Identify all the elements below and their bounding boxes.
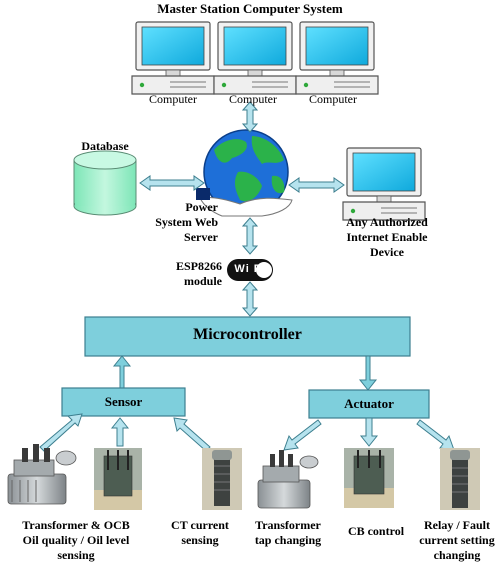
device-4-line-1: CB control bbox=[347, 524, 405, 538]
web-server-line-1: Power bbox=[185, 200, 218, 214]
arrow-database-globe bbox=[139, 175, 205, 191]
microcontroller-label: Microcontroller bbox=[193, 326, 302, 343]
arrow-actuator-relay bbox=[416, 419, 455, 451]
computer-3-label: Computer bbox=[309, 92, 357, 106]
ocb-image bbox=[94, 448, 142, 510]
diagram-title: Master Station Computer System bbox=[157, 1, 343, 16]
globe-icon bbox=[196, 129, 293, 217]
device-1-line-3: sensing bbox=[57, 548, 95, 562]
relay-image bbox=[440, 448, 480, 510]
sensor-label: Sensor bbox=[104, 394, 143, 409]
arrow-transformer-sensor bbox=[39, 413, 83, 452]
computer-1-label: Computer bbox=[149, 92, 197, 106]
computer-2-label: Computer bbox=[229, 92, 277, 106]
microcontroller-box bbox=[84, 316, 411, 357]
remote-computer bbox=[342, 147, 426, 221]
device-label-ct: CT current sensing bbox=[160, 518, 240, 548]
device-label-transformer-ocb: Transformer & OCB Oil quality / Oil leve… bbox=[2, 518, 150, 563]
arrow-sensor-microcontroller bbox=[112, 355, 132, 389]
arrow-wifi-microcontroller bbox=[241, 281, 259, 317]
device-label-cb: CB control bbox=[336, 524, 416, 539]
remote-device-line-2: Internet Enable bbox=[346, 230, 428, 244]
computer-1 bbox=[131, 21, 215, 95]
device-1-line-2: Oil quality / Oil level bbox=[22, 533, 130, 547]
arrow-master-globe bbox=[241, 101, 259, 133]
remote-device-line-3: Device bbox=[370, 245, 404, 259]
cb-image bbox=[344, 448, 394, 508]
sensor-box bbox=[61, 387, 186, 417]
arrow-actuator-cb bbox=[359, 417, 379, 447]
device-label-relay: Relay / Fault current setting changing bbox=[412, 518, 502, 563]
device-2-line-1: CT current bbox=[171, 518, 229, 532]
wifi-badge bbox=[227, 259, 273, 281]
transformer-image-2 bbox=[257, 450, 319, 509]
arrow-actuator-tap bbox=[283, 419, 322, 451]
web-server-label: Power System Web Server bbox=[128, 200, 218, 245]
device-5-line-2: current setting bbox=[419, 533, 495, 547]
esp-module-line-2: module bbox=[183, 274, 222, 288]
ct-image bbox=[202, 448, 242, 510]
esp-module-line-1: ESP8266 bbox=[175, 259, 222, 273]
device-1-line-1: Transformer & OCB bbox=[22, 518, 130, 532]
arrow-globe-wifi bbox=[241, 217, 259, 255]
arrow-ct-sensor bbox=[173, 417, 211, 452]
actuator-label: Actuator bbox=[344, 396, 394, 411]
remote-device-line-1: Any Authorized bbox=[346, 215, 428, 229]
device-3-line-1: Transformer bbox=[255, 518, 321, 532]
computer-3 bbox=[295, 21, 379, 95]
arrow-globe-device bbox=[288, 177, 345, 193]
web-server-line-2: System Web bbox=[155, 215, 218, 229]
device-5-line-1: Relay / Fault bbox=[424, 518, 490, 532]
arrow-ocb-sensor bbox=[110, 417, 130, 447]
computer-2 bbox=[213, 21, 297, 95]
actuator-box bbox=[308, 389, 430, 419]
device-5-line-3: changing bbox=[433, 548, 481, 562]
device-2-line-2: sensing bbox=[181, 533, 219, 547]
esp-module-label: ESP8266 module bbox=[164, 259, 222, 289]
wifi-badge-text: Wi Fi bbox=[234, 263, 266, 275]
database-label: Database bbox=[81, 139, 129, 153]
arrow-microcontroller-actuator bbox=[358, 355, 378, 391]
device-3-line-2: tap changing bbox=[254, 533, 322, 547]
remote-device-label: Any Authorized Internet Enable Device bbox=[327, 215, 447, 260]
device-label-tap: Transformer tap changing bbox=[244, 518, 332, 548]
transformer-image-1 bbox=[7, 444, 77, 505]
web-server-line-3: Server bbox=[184, 230, 218, 244]
database-icon bbox=[73, 150, 137, 216]
